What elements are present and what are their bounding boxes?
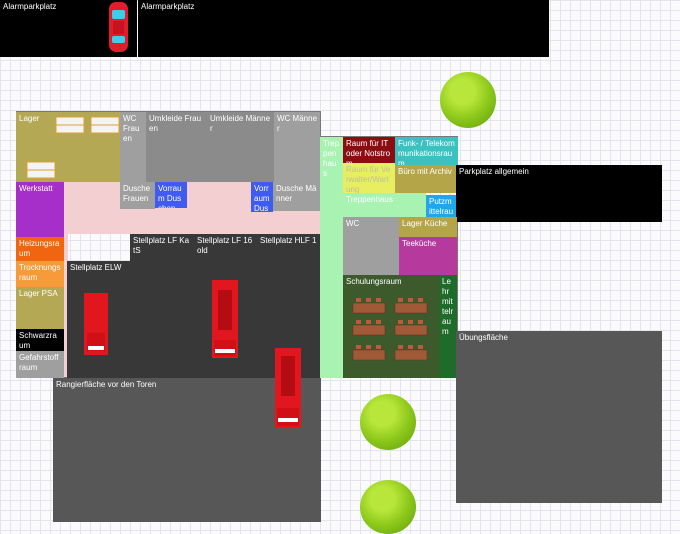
stellplatz-elw-label: Stellplatz ELW — [70, 263, 122, 272]
lager: Lager — [16, 112, 120, 182]
schulungsraum: Schulungsraum — [343, 275, 439, 378]
raum-yellow-label: Raum für Verwalter/Wartung — [346, 165, 391, 193]
wc-maenner: WC Männer — [274, 112, 320, 182]
umkleide-frauen: Umkleide Frauen — [146, 112, 207, 182]
alarmparkplatz-left: Alarmparkplatz — [0, 0, 137, 57]
tree-icon — [360, 480, 416, 534]
wc-frauen: WC Frauen — [120, 112, 146, 182]
schwarzraum: Schwarzraum — [16, 329, 64, 351]
parkplatz-allgemein: Parkplatz allgemein — [456, 165, 662, 222]
putzmittelraum-label: Putzmittelraum — [429, 197, 454, 216]
treppenhaus-right-label: Treppenhaus — [346, 195, 393, 204]
lehrmittelraum: Lehrmittelraum — [439, 275, 457, 378]
alarmparkplatz-right: Alarmparkplatz — [138, 0, 549, 57]
stellplatz-lf-kats: Stellplatz LF KatS — [130, 234, 194, 378]
heizungsraum: Heizungsraum — [16, 237, 64, 261]
umkleide-maenner-label: Umkleide Männer — [210, 114, 271, 133]
stellplatz-elw: Stellplatz ELW — [67, 261, 130, 378]
treppenhaus-left-label: Treppenhaus — [323, 139, 340, 178]
lager-kueche: Lager Küche — [399, 217, 457, 237]
putzmittelraum: Putzmittelraum — [426, 195, 456, 217]
parkplatz-allgemein-label: Parkplatz allgemein — [459, 167, 529, 176]
teekueche-label: Teeküche — [402, 239, 437, 248]
schulungsraum-label: Schulungsraum — [346, 277, 402, 286]
vorraum-left-label: Vorraum Duschen (Schleuse) — [158, 184, 182, 208]
wc-maenner-label: WC Männer — [277, 114, 318, 133]
alarmparkplatz-right-label: Alarmparkplatz — [141, 2, 195, 11]
corridor-left — [64, 182, 68, 378]
stellplatz-hlf-label: Stellplatz HLF 1 — [260, 236, 317, 245]
lager-kueche-label: Lager Küche — [402, 219, 448, 228]
funk-telekommunikation-label: Funk- / Telekommunikationsraum — [398, 139, 455, 165]
stellplatz-lf16: Stellplatz LF 16 old — [194, 234, 257, 378]
treppenhaus-left: Treppenhaus — [320, 137, 343, 378]
uebungsflaeche: Übungsfläche — [456, 331, 662, 503]
werkstatt: Werkstatt — [16, 182, 64, 237]
alarmparkplatz-left-label: Alarmparkplatz — [3, 2, 57, 11]
vorraum-left: Vorraum Duschen (Schleuse) — [155, 182, 187, 208]
rangierflaeche: Rangierfläche vor den Toren — [53, 378, 321, 522]
dusche-maenner-label: Dusche Männer — [276, 184, 317, 203]
teekueche: Teeküche — [399, 237, 457, 275]
wc-frauen-label: WC Frauen — [123, 114, 140, 143]
wc-right: WC — [343, 217, 399, 275]
gefahrstoffraum: Gefahrstoffraum — [16, 351, 64, 378]
dusche-maenner: Dusche Männer — [273, 182, 320, 211]
uebungsflaeche-label: Übungsfläche — [459, 333, 508, 342]
stellplatz-lf-kats-label: Stellplatz LF KatS — [133, 236, 190, 255]
tree-icon — [360, 394, 416, 450]
heizungsraum-label: Heizungsraum — [19, 239, 60, 258]
umkleide-frauen-label: Umkleide Frauen — [149, 114, 202, 133]
dusche-frauen-label: Dusche Frauen — [123, 184, 151, 203]
lehrmittelraum-label: Lehrmittelraum — [442, 277, 454, 336]
vorraum-right-label: Vorraum Duschen (Schleuse) — [254, 184, 270, 212]
lager-psa-label: Lager PSA — [19, 289, 58, 298]
dusche-frauen: Dusche Frauen — [120, 182, 155, 209]
raum-it: Raum für IT oder Notstrom — [343, 137, 395, 163]
tree-icon — [440, 72, 496, 128]
gefahrstoffraum-label: Gefahrstoffraum — [19, 353, 59, 372]
buero-archiv-label: Büro mit Archiv — [398, 167, 452, 176]
raum-yellow: Raum für Verwalter/Wartung — [343, 163, 395, 193]
lager-psa: Lager PSA — [16, 287, 64, 329]
stellplatz-lf16-label: Stellplatz LF 16 old — [197, 236, 253, 255]
umkleide-maenner: Umkleide Männer — [207, 112, 274, 182]
vorraum-right: Vorraum Duschen (Schleuse) — [251, 182, 273, 212]
rangierflaeche-label: Rangierfläche vor den Toren — [56, 380, 157, 389]
schwarzraum-label: Schwarzraum — [19, 331, 57, 350]
stellplatz-hlf: Stellplatz HLF 1 — [257, 234, 320, 378]
lager-label: Lager — [19, 114, 40, 123]
treppenhaus-right: Treppenhaus — [343, 193, 426, 217]
trocknungsraum: Trocknungsraum — [16, 261, 64, 287]
wc-right-label: WC — [346, 219, 360, 228]
funk-telekommunikation: Funk- / Telekommunikationsraum — [395, 137, 458, 165]
trocknungsraum-label: Trocknungsraum — [19, 263, 61, 282]
raum-it-label: Raum für IT oder Notstrom — [346, 139, 391, 163]
buero-archiv: Büro mit Archiv — [395, 165, 458, 193]
werkstatt-label: Werkstatt — [19, 184, 53, 193]
